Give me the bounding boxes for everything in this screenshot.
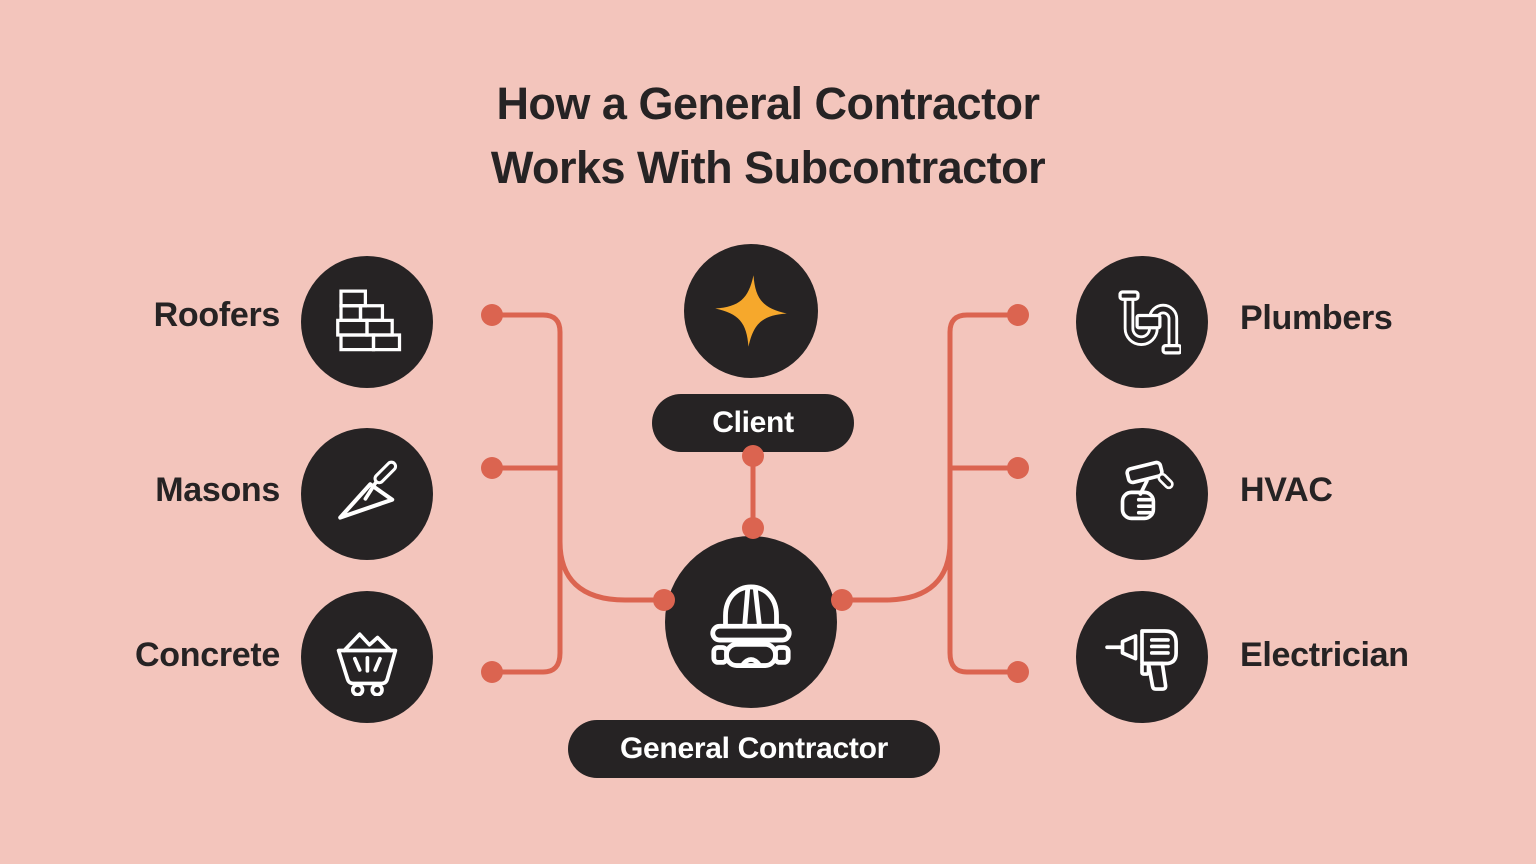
node-hvac — [1076, 428, 1208, 560]
label-hvac: HVAC — [1240, 471, 1333, 509]
label-roofers: Roofers — [153, 296, 281, 334]
connector-left-branch — [557, 541, 664, 603]
connector-right-branch — [842, 541, 953, 603]
label-concrete: Concrete — [135, 636, 280, 674]
node-electrician — [1076, 591, 1208, 723]
connector-left-trunk — [492, 312, 563, 675]
client-label-pill: Client — [652, 394, 854, 452]
connector-right-trunk — [947, 312, 1018, 675]
hard-hat-icon — [710, 584, 792, 668]
pipe-icon — [1118, 290, 1181, 355]
general-contractor-label-pill: General Contractor — [568, 720, 940, 778]
mine-cart-icon — [336, 632, 398, 696]
hammer-hand-icon — [1120, 460, 1174, 521]
page-title-line1: How a General Contractor — [496, 78, 1040, 129]
node-plumbers — [1076, 256, 1208, 388]
sparkle-icon — [715, 275, 787, 347]
label-masons: Masons — [155, 471, 280, 509]
node-concrete — [301, 591, 433, 723]
node-masons — [301, 428, 433, 560]
trowel-icon — [338, 460, 398, 520]
client-label: Client — [712, 406, 794, 439]
page-title-line2: Works With Subcontractor — [490, 142, 1046, 193]
node-client — [684, 244, 818, 378]
node-general-contractor — [665, 536, 837, 708]
brick-wall-icon — [336, 289, 402, 352]
node-roofers — [301, 256, 433, 388]
label-plumbers: Plumbers — [1240, 299, 1393, 337]
drill-icon — [1105, 629, 1178, 691]
page-title: How a General Contractor Works With Subc… — [0, 72, 1536, 200]
label-electrician: Electrician — [1240, 636, 1409, 674]
general-contractor-label: General Contractor — [620, 732, 888, 765]
